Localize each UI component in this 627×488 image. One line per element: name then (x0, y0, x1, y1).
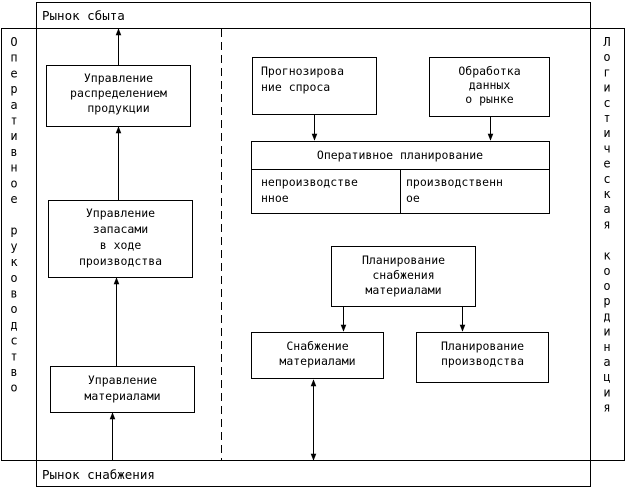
production-line: производственн (406, 175, 503, 189)
inventory-box-text: Управление запасами в ходе производства (79, 206, 162, 268)
inventory-box (48, 200, 193, 278)
left-vertical-char: д (10, 318, 17, 332)
left-vertical-char: е (10, 66, 17, 80)
left-vertical-char: а (10, 98, 17, 112)
left-vertical-char: с (10, 334, 17, 348)
market-data-box (429, 57, 550, 117)
supply-line: материалами (279, 354, 355, 368)
distribution-line: распределением (70, 86, 167, 100)
right-vertical-char: ч (603, 141, 610, 155)
right-vertical-char: о (603, 264, 610, 278)
right-vertical-char: с (603, 96, 610, 110)
right-vertical-char: к (603, 187, 611, 201)
right-vertical-char: а (603, 355, 610, 369)
forecast-box (252, 57, 377, 115)
supply-box (251, 332, 384, 379)
left-vertical-char: в (10, 287, 17, 301)
distribution-box (46, 65, 191, 127)
left-vertical-char: р (10, 224, 17, 238)
left-band-frame (1, 28, 37, 461)
supply-line: Снабжение (286, 339, 348, 353)
distribution-line: Управление (84, 71, 153, 85)
production-line: ое (406, 191, 420, 205)
left-vertical-char: о (10, 381, 17, 395)
left-vertical-char: е (10, 192, 17, 206)
right-vertical-char: я (603, 401, 610, 415)
inventory-line: производства (79, 254, 162, 268)
supply-planning-line: материалами (365, 283, 441, 297)
non-production-planning-text: непроизводстве нное (261, 175, 358, 205)
inventory-line: запасами (93, 222, 148, 236)
left-vertical-char: о (10, 176, 17, 190)
right-vertical-char: с (603, 172, 610, 186)
operational-planning-title: Оперативное планирование (317, 148, 483, 162)
inventory-line: в ходе (100, 238, 142, 252)
market-data-line: Обработка (458, 64, 520, 78)
right-vertical-char: р (603, 294, 610, 308)
production-planning-line: производства (441, 354, 524, 368)
right-vertical-char: г (603, 65, 610, 79)
main-frame (36, 2, 591, 487)
market-data-line: о рынке (465, 92, 514, 106)
materials-mgmt-box-text: Управление материалами (84, 373, 160, 403)
left-vertical-char: О (10, 35, 17, 49)
production-planning-line: Планирование (441, 339, 524, 353)
forecast-box-text: Прогнозирова ние спроса (261, 64, 344, 94)
right-vertical-char: е (603, 157, 610, 171)
left-vertical-char: о (10, 302, 17, 316)
right-vertical-char: т (603, 111, 610, 125)
right-vertical-char: и (603, 81, 610, 95)
left-vertical-char: в (10, 365, 17, 379)
forecast-line: ние спроса (261, 80, 330, 94)
production-planning-box (416, 332, 549, 383)
distribution-line: продукции (87, 101, 149, 115)
left-vertical-char: в (10, 145, 17, 159)
right-vertical-char: к (603, 249, 611, 263)
right-vertical-char: а (603, 202, 610, 216)
right-vertical-char: и (603, 385, 610, 399)
supply-planning-line: Планирование (362, 253, 445, 267)
right-vertical-char: и (603, 126, 610, 140)
left-vertical-char: т (10, 349, 17, 363)
right-vertical-char: н (603, 340, 610, 354)
left-vertical-char: о (10, 271, 17, 285)
left-vertical-char: н (10, 161, 17, 175)
right-vertical-char: о (603, 279, 610, 293)
non-production-line: непроизводстве (261, 175, 358, 189)
materials-mgmt-box (50, 366, 195, 413)
supply-planning-box (331, 246, 476, 307)
non-production-line: нное (261, 191, 289, 205)
right-vertical-char: Л (603, 35, 610, 49)
left-vertical-char: к (10, 255, 18, 269)
supply-planning-line: снабжения (372, 268, 434, 282)
right-vertical-char: о (603, 50, 610, 64)
right-vertical-char: и (603, 325, 610, 339)
right-vertical-char: ц (603, 370, 610, 384)
left-vertical-char: у (10, 239, 17, 253)
materials-mgmt-line: материалами (84, 389, 160, 403)
materials-mgmt-line: Управление (88, 373, 157, 387)
left-vertical-char: и (10, 129, 17, 143)
market-data-line: данных (469, 78, 511, 92)
left-vertical-char: п (10, 51, 17, 65)
left-vertical-char: р (10, 82, 17, 96)
production-planning-text: производственн ое (406, 175, 503, 205)
supply-market-label: Рынок снабжения (42, 467, 155, 482)
forecast-line: Прогнозирова (261, 64, 344, 78)
left-vertical-char: т (10, 114, 17, 128)
inventory-line: Управление (86, 206, 155, 220)
right-vertical-char: д (603, 309, 610, 323)
sales-market-label: Рынок сбыта (42, 8, 125, 23)
right-vertical-char: я (603, 217, 610, 231)
